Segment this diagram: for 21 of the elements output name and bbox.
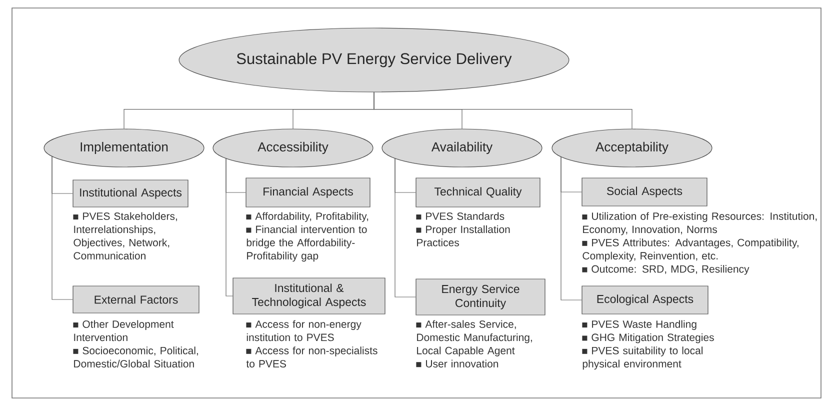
aspect-box: Technical Quality — [416, 178, 540, 208]
aspect-box: Energy Service Continuity — [416, 278, 546, 316]
connector-line — [374, 92, 632, 129]
connector-line — [560, 156, 582, 300]
bullet-list: PVES Waste Handling GHG Mitigation Strategies PVES suitability to local physical environment — [582, 320, 714, 370]
connector-line — [226, 158, 234, 296]
connector-line — [394, 158, 416, 298]
bullet-list: PVES Stakeholders, Interrelationships, Objectives, Network, Communication — [73, 212, 177, 260]
bullet-list: Utilization of Pre-existing Resources: Institution, Economy, Innovation, Norms PVES Attributes: Advantages, Compatibility, Complexity, Reinvention, etc. Outcome: SRD, MDG, Resiliency — [582, 212, 817, 275]
aspect-box: Institutional Aspects — [72, 180, 188, 208]
aspect-box: Financial Aspects — [246, 178, 370, 208]
bullet-list: After-sales Service, Domestic Manufacturing, Local Capable Agent User innovation — [416, 320, 532, 368]
aspect-box: External Factors — [72, 286, 200, 314]
aspect-box: Institutional & Technological Aspects — [232, 278, 386, 314]
bullet-list: PVES Standards Proper Installation Practices — [416, 212, 510, 246]
bullet-list: Affordability, Profitability, Financial intervention to bridge the Affordability-Profitability gap — [246, 212, 368, 262]
connector-line — [52, 156, 74, 300]
aspect-box: Social Aspects — [582, 178, 708, 206]
bullet-list: Other Development Intervention Socioeconomic, Political, Domestic/Global Situation — [73, 320, 198, 368]
aspect-box: Ecological Aspects — [582, 286, 708, 314]
bullet-list: Access for non-energy institution to PVES Access for non-specialists to PVES — [246, 320, 378, 368]
